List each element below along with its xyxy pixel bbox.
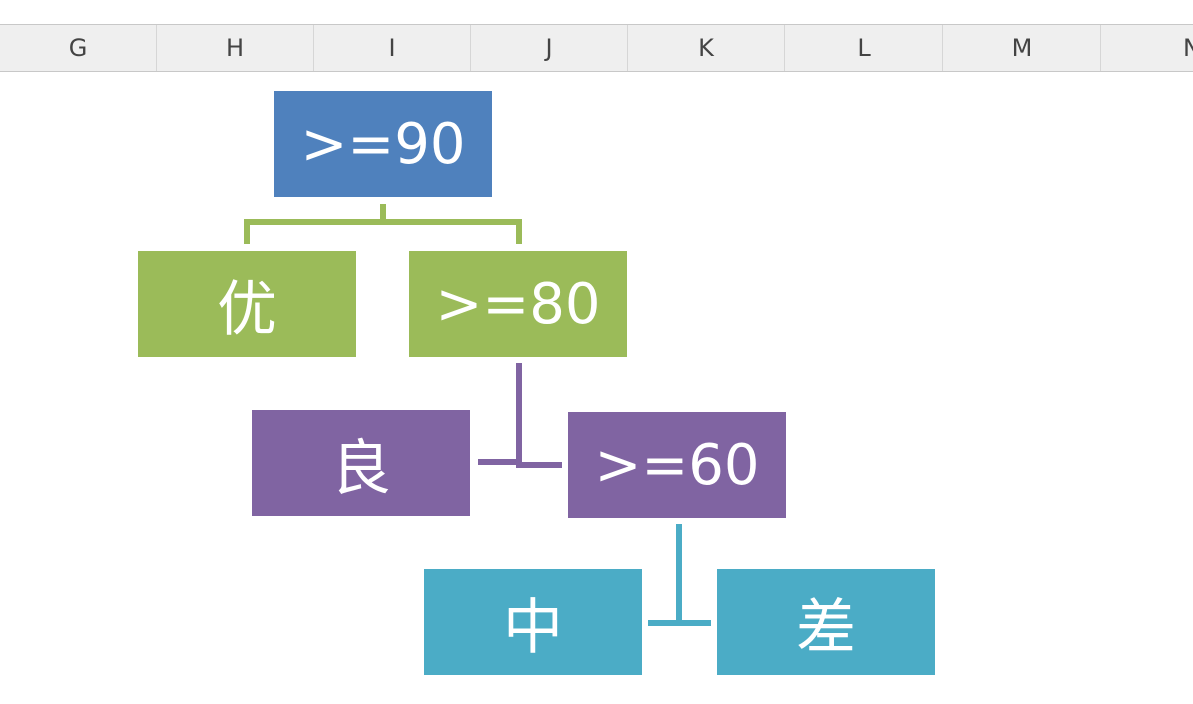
node-level4-right[interactable]: 差 [717,569,935,675]
spreadsheet-grid[interactable]: >=90 优 >=80 良 >=60 中 差 [0,72,1193,704]
node-level2-left[interactable]: 优 [138,251,356,357]
column-header-g[interactable]: G [0,25,157,71]
column-header-j[interactable]: J [471,25,628,71]
node-level2-right[interactable]: >=80 [409,251,627,357]
column-header-bar: G H I J K L M N [0,25,1193,72]
column-header-n-label: N [1183,34,1193,62]
column-header-h[interactable]: H [157,25,314,71]
node-level4-left[interactable]: 中 [424,569,642,675]
connector-level1-to-level2 [244,204,522,244]
column-header-m[interactable]: M [944,25,1101,71]
connector-level2-to-level3 [478,363,562,468]
column-header-k[interactable]: K [628,25,785,71]
tree-connectors [244,204,711,626]
node-level3-right[interactable]: >=60 [568,412,786,518]
column-header-n[interactable]: N [1102,25,1193,71]
column-header-l[interactable]: L [786,25,943,71]
column-header-i[interactable]: I [314,25,471,71]
formula-bar-edge [0,0,1193,25]
connector-level3-to-level4 [648,524,711,626]
node-root[interactable]: >=90 [274,91,492,197]
node-level3-left[interactable]: 良 [252,410,470,516]
